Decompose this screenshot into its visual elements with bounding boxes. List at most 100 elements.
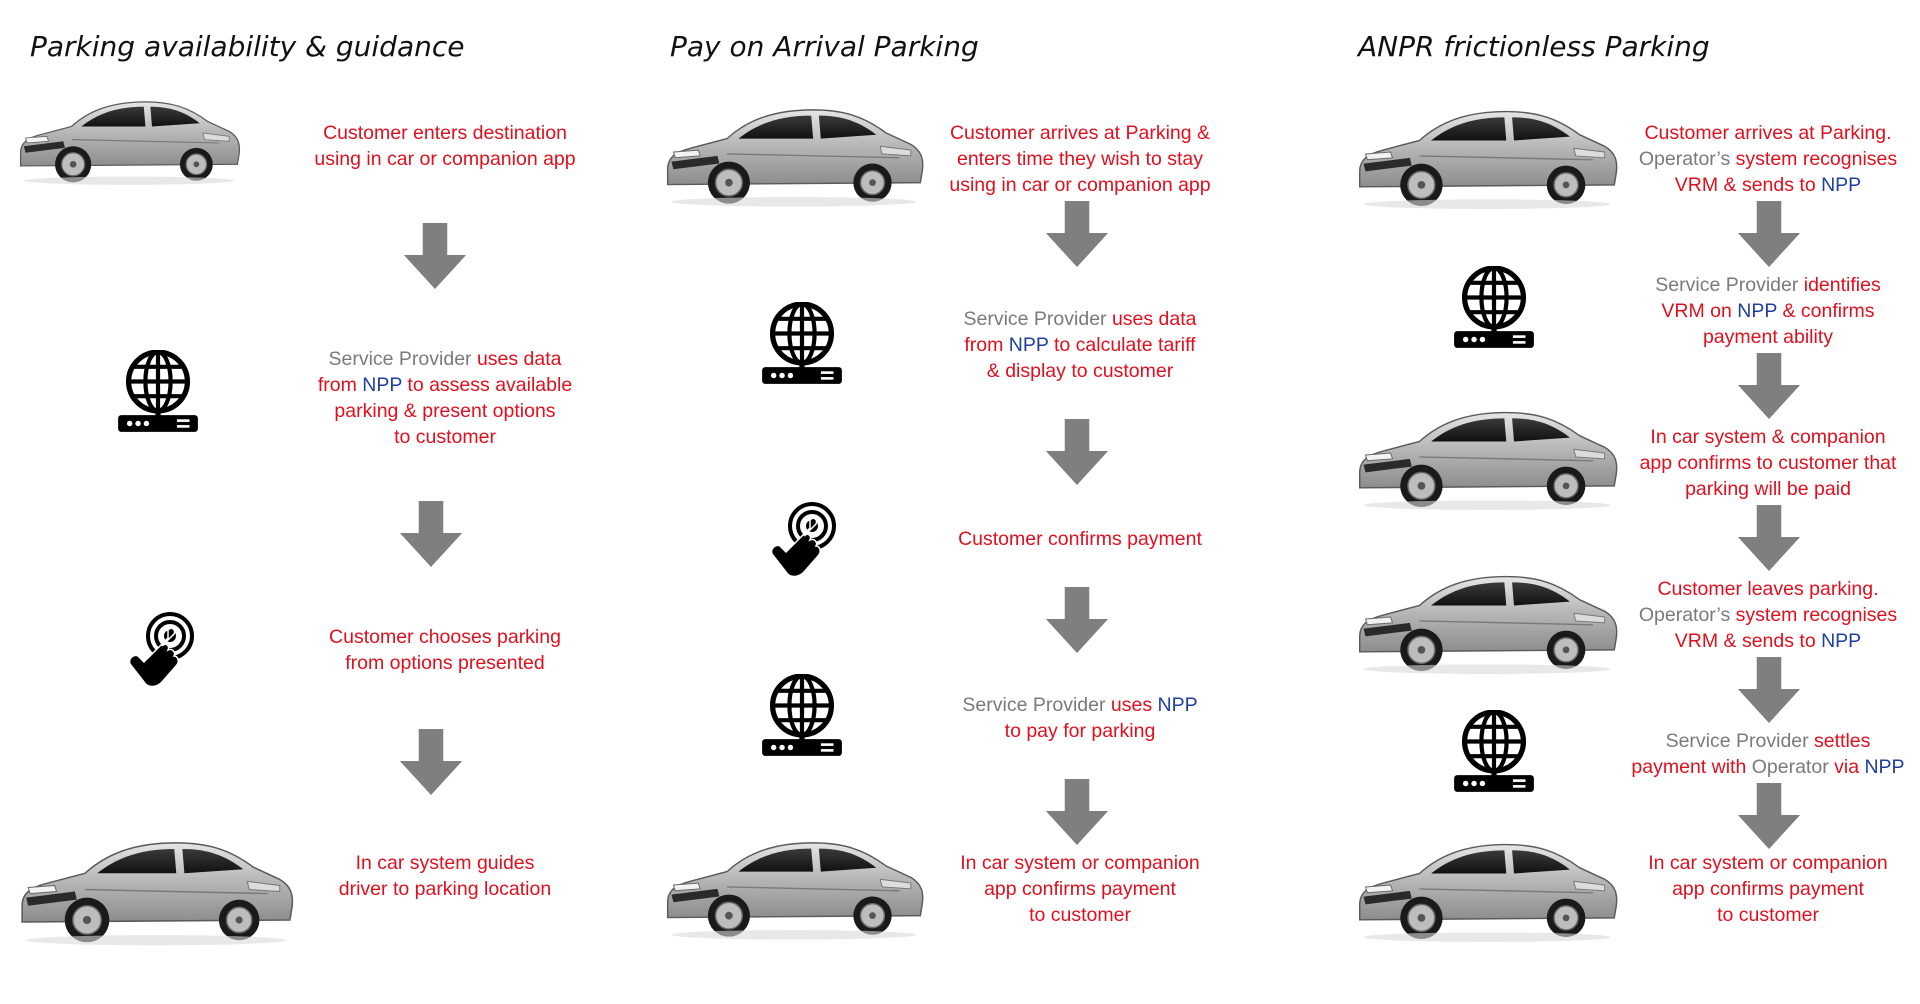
step-text-segment: identifies (1803, 274, 1881, 296)
step-text: In car system & companion app confirms to… (1618, 424, 1918, 502)
step-text-segment: parking will be paid (1685, 478, 1851, 500)
down-arrow-icon (1044, 200, 1110, 268)
server-globe-icon (116, 350, 200, 434)
step-text-line: enters time they wish to stay (930, 146, 1230, 172)
step-text-segment: Operator’s (1638, 604, 1736, 626)
step-text: Customer chooses parking from options pre… (300, 624, 590, 676)
step-text-line: In car system or companion (930, 850, 1230, 876)
step-text: In car system or companion app confirms p… (1618, 850, 1918, 928)
server-globe-icon (760, 302, 844, 386)
step-text-segment: using in car or companion app (949, 174, 1211, 196)
down-arrow-icon (398, 500, 464, 568)
step-text-segment: Operator (1751, 756, 1829, 778)
step-text: In car system or companion app confirms p… (930, 850, 1230, 928)
step-text-segment: to customer (394, 426, 496, 448)
step-text-segment: payment with (1631, 756, 1752, 778)
step-text-line: driver to parking location (300, 876, 590, 902)
car-icon (660, 825, 928, 945)
step-text: Customer confirms payment (930, 526, 1230, 552)
step-text-segment: system recognises (1735, 604, 1898, 626)
step-text-segment: system recognises (1735, 148, 1898, 170)
step-text-line: payment ability (1618, 324, 1918, 350)
step-text-segment: Customer chooses parking (329, 626, 561, 648)
down-arrow-icon (1736, 656, 1802, 724)
column-title: Pay on Arrival Parking (670, 30, 979, 63)
step-text-line: VRM on NPP & confirms (1618, 298, 1918, 324)
step-text-segment: from (964, 334, 1009, 356)
down-arrow-icon (402, 222, 468, 290)
car-icon (1352, 95, 1622, 213)
step-text-segment: Customer arrives at Parking. (1644, 122, 1892, 144)
step-text-segment: app confirms payment (1672, 878, 1864, 900)
step-text-line: In car system or companion (1618, 850, 1918, 876)
step-text-line: to customer (300, 424, 590, 450)
down-arrow-icon (1044, 778, 1110, 846)
step-text-segment: NPP (1737, 300, 1778, 322)
column-title: Parking availability & guidance (30, 30, 465, 63)
step-text-segment: to pay for parking (1004, 720, 1156, 742)
step-text-segment: NPP (1821, 630, 1862, 652)
touch-hand-icon (760, 500, 840, 580)
step-text-segment: NPP (1008, 334, 1049, 356)
down-arrow-icon (1736, 352, 1802, 420)
step-text-line: using in car or companion app (930, 172, 1230, 198)
step-text-segment: driver to parking location (338, 878, 552, 900)
step-text-segment: NPP (1864, 756, 1905, 778)
step-text-line: Customer confirms payment (930, 526, 1230, 552)
step-text-segment: NPP (362, 374, 402, 396)
step-text-segment: In car system & companion (1650, 426, 1886, 448)
step-text-line: to customer (930, 902, 1230, 928)
step-text-line: Customer arrives at Parking. (1618, 120, 1918, 146)
step-text-segment: app confirms payment (984, 878, 1176, 900)
step-text-segment: Customer arrives at Parking & (949, 122, 1211, 144)
down-arrow-icon (1736, 504, 1802, 572)
step-text-line: payment with Operator via NPP (1618, 754, 1918, 780)
step-text-segment: from (317, 374, 363, 396)
step-text-line: Customer enters destination (300, 120, 590, 146)
step-text: Customer arrives at Parking.Operator’s s… (1618, 120, 1918, 198)
step-text: Customer arrives at Parking &enters time… (930, 120, 1230, 198)
step-text-line: from options presented (300, 650, 590, 676)
car-icon (1352, 828, 1622, 946)
step-text-segment: parking & present options (334, 400, 556, 422)
step-text-segment: VRM on (1661, 300, 1738, 322)
step-text-line: Customer arrives at Parking & (930, 120, 1230, 146)
car-icon (14, 88, 244, 188)
step-text-line: app confirms payment (930, 876, 1230, 902)
step-text-line: VRM & sends to NPP (1618, 628, 1918, 654)
step-text-segment: app confirms to customer that (1639, 452, 1897, 474)
step-text-segment: In car system or companion (1648, 852, 1888, 874)
step-text-segment: Service Provider (1665, 730, 1815, 752)
step-text-segment: via (1828, 756, 1865, 778)
car-icon (660, 92, 928, 212)
step-text-line: parking & present options (300, 398, 590, 424)
step-text-segment: VRM & sends to (1674, 630, 1822, 652)
down-arrow-icon (1736, 200, 1802, 268)
step-text-segment: payment ability (1702, 326, 1834, 348)
step-text-segment: NPP (1821, 174, 1862, 196)
step-text-line: to customer (1618, 902, 1918, 928)
step-text-line: Service Provider identifies (1618, 272, 1918, 298)
step-text-line: Service Provider uses NPP (930, 692, 1230, 718)
step-text-segment: NPP (1157, 694, 1198, 716)
step-text-segment: VRM & sends to (1674, 174, 1822, 196)
step-text-line: parking will be paid (1618, 476, 1918, 502)
step-text-segment: from options presented (345, 652, 545, 674)
down-arrow-icon (1044, 418, 1110, 486)
step-text-line: app confirms payment (1618, 876, 1918, 902)
step-text-line: In car system & companion (1618, 424, 1918, 450)
step-text-segment: to calculate tariff (1048, 334, 1196, 356)
step-text-segment: In car system or companion (960, 852, 1200, 874)
car-icon (1352, 560, 1622, 678)
down-arrow-icon (398, 728, 464, 796)
step-text-segment: Service Provider (328, 348, 477, 370)
step-text-line: Customer chooses parking (300, 624, 590, 650)
step-text-segment: uses data (1111, 308, 1197, 330)
step-text-line: to pay for parking (930, 718, 1230, 744)
step-text-segment: Customer confirms payment (958, 528, 1202, 550)
